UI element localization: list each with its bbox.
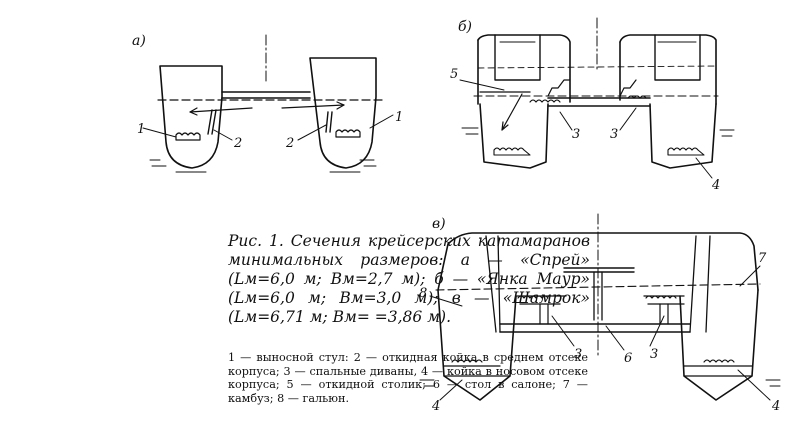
panel-b-left-cabin: [477, 34, 571, 103]
panel-b-right-cabin: [619, 34, 717, 105]
panel-a-arrow-left: [189, 107, 253, 113]
panel-a-callout-2: 2: [233, 136, 242, 151]
panel-a-leader-2b: [297, 124, 327, 141]
panel-b-label: б): [458, 19, 472, 35]
panel-a-callout-1: 1: [137, 122, 145, 137]
panel-b-folding-table: [501, 93, 523, 131]
panel-b-callout-3: 3: [572, 127, 580, 142]
panel-a-leader-2: [213, 129, 233, 141]
caption-legend: 1 — выносной стул: 2 — откидная койка в …: [228, 351, 588, 405]
panel-c-callout-3: 3: [574, 347, 582, 362]
panel-c-section: в): [419, 213, 781, 414]
panel-a-berth-left: [175, 132, 201, 141]
panel-c-left-hull: [437, 289, 517, 401]
panel-c-bridge-deck: [499, 323, 691, 333]
caption-text: Рис. 1. Сечения крейсерских катамаранов …: [228, 232, 590, 326]
panel-b-callout-3b: 3: [610, 127, 618, 142]
panel-a-folding-bunk-right: [325, 111, 333, 133]
panel-a-arrow-right: [281, 104, 345, 109]
panel-a-bridge-deck: [221, 91, 311, 99]
panel-c-callout-6: 6: [624, 351, 632, 366]
panel-c-saloon-table: [563, 267, 635, 273]
panel-b-callout-5: 5: [450, 67, 458, 82]
panel-a-callout-1b: 1: [395, 110, 403, 125]
panel-a-folding-bunk-left: [207, 109, 217, 135]
panel-a-right-hull: [309, 57, 377, 169]
panel-b-settee-left: [547, 79, 571, 97]
panel-c-callout-7: 7: [758, 251, 767, 266]
panel-c-cabin: [437, 232, 759, 291]
figure-caption: Рис. 1. Сечения крейсерских катамаранов …: [228, 232, 590, 327]
panel-b-bridge-deck: [547, 97, 651, 107]
panel-a-leader-1b: [369, 114, 394, 129]
panel-b-settee-right: [619, 79, 637, 97]
panel-a-label: а): [132, 33, 146, 49]
panel-c-callout-4: 4: [431, 399, 440, 414]
panel-b-section: б): [450, 17, 735, 193]
panel-c-callout-4b: 4: [771, 399, 780, 414]
panel-a-section: а) 1 2 2 1: [132, 33, 403, 173]
panel-a-callout-2b: 2: [285, 136, 294, 151]
panel-b-right-hull: [649, 103, 717, 169]
panel-c-callout-3b: 3: [650, 347, 658, 362]
panel-a-left-hull: [159, 65, 223, 169]
panel-c-callout-8: 8: [419, 286, 427, 301]
panel-a-leader-1: [142, 127, 177, 138]
panel-a-berth-right: [335, 129, 361, 138]
panel-c-label: в): [432, 216, 446, 232]
panel-a-water-hatch: [149, 159, 377, 173]
panel-c-right-hull: [679, 289, 759, 401]
panel-b-left-hull: [479, 103, 549, 169]
panel-b-callout-4: 4: [711, 178, 720, 193]
